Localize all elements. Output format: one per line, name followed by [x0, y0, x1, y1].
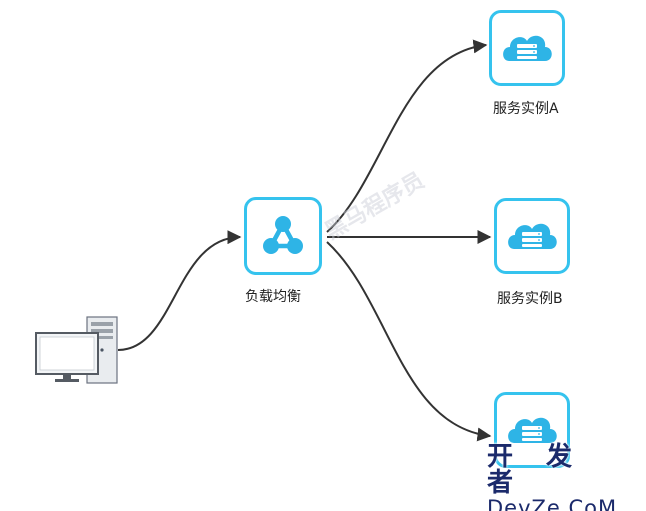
- desktop-computer-icon: [35, 316, 118, 384]
- instance-b-node: [494, 198, 570, 274]
- load-balancer-icon: [263, 216, 303, 254]
- edge-client-to-load-balancer: [117, 230, 242, 351]
- site-watermark: 开 发 者 DevZe.CoM: [487, 444, 642, 511]
- edge-load-balancer-to-instance-a: [326, 39, 488, 233]
- instance-c-node: [494, 392, 570, 468]
- load-balancer-node: [244, 197, 322, 275]
- load-balancer-label: 负载均衡: [245, 289, 301, 305]
- edge-load-balancer-to-instance-c: [326, 241, 492, 442]
- watermark-line-1: 开 发 者: [487, 442, 585, 498]
- cloud-server-icon: [503, 35, 552, 61]
- client-node: [34, 314, 120, 384]
- watermark-line-2: DevZe.CoM: [487, 496, 618, 511]
- instance-b-label: 服务实例B: [497, 291, 563, 307]
- instance-a-label: 服务实例A: [493, 101, 559, 117]
- cloud-server-icon: [508, 223, 557, 249]
- instance-a-node: [489, 10, 565, 86]
- cloud-server-icon: [508, 417, 557, 443]
